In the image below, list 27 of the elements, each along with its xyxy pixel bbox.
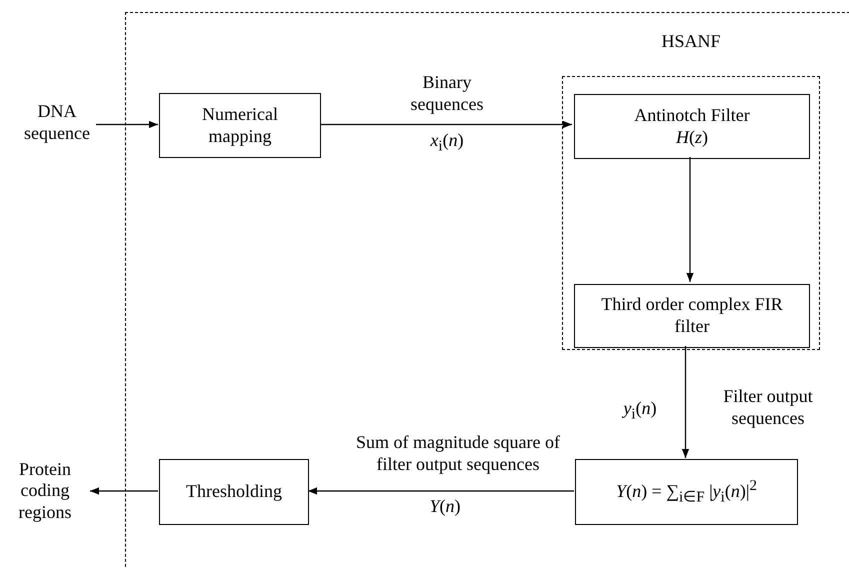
process-box <box>574 94 810 159</box>
signal-label: y$_{i}$(n) <box>623 398 657 424</box>
box-text: Third order complex FIR filter <box>600 294 784 338</box>
process-box <box>159 459 309 525</box>
box-text: Protein coding regions <box>18 458 72 524</box>
group-heading: HSANF <box>660 31 722 53</box>
arrow <box>686 157 694 282</box>
process-box <box>159 93 321 158</box>
edge-label: Filter output sequences <box>722 386 814 430</box>
arrow <box>682 346 690 458</box>
box-text: DNA sequence <box>24 101 90 145</box>
box-text: H(z) <box>676 126 708 148</box>
arrow <box>96 120 158 128</box>
arrow <box>320 120 572 128</box>
signal-label: x$_{i}$(n) <box>430 130 464 156</box>
edge-label: Sum of magnitude square of filter output sequences <box>355 432 561 476</box>
system-boundary <box>125 12 849 568</box>
arrow <box>308 487 574 495</box>
box-text: Antinotch Filter <box>634 104 750 126</box>
arrow <box>90 487 158 495</box>
box-text: Numerical mapping <box>201 104 279 148</box>
signal-label: Y(n) <box>430 496 460 518</box>
box-text: Y(n) = ∑$_{i∈F}$ |y$_{i}$(n)|$^{2}$ <box>616 477 757 507</box>
process-box <box>574 284 810 348</box>
box-text: Thresholding <box>186 481 282 503</box>
edge-label: Binary sequences <box>410 72 484 116</box>
formula-box <box>575 459 798 525</box>
